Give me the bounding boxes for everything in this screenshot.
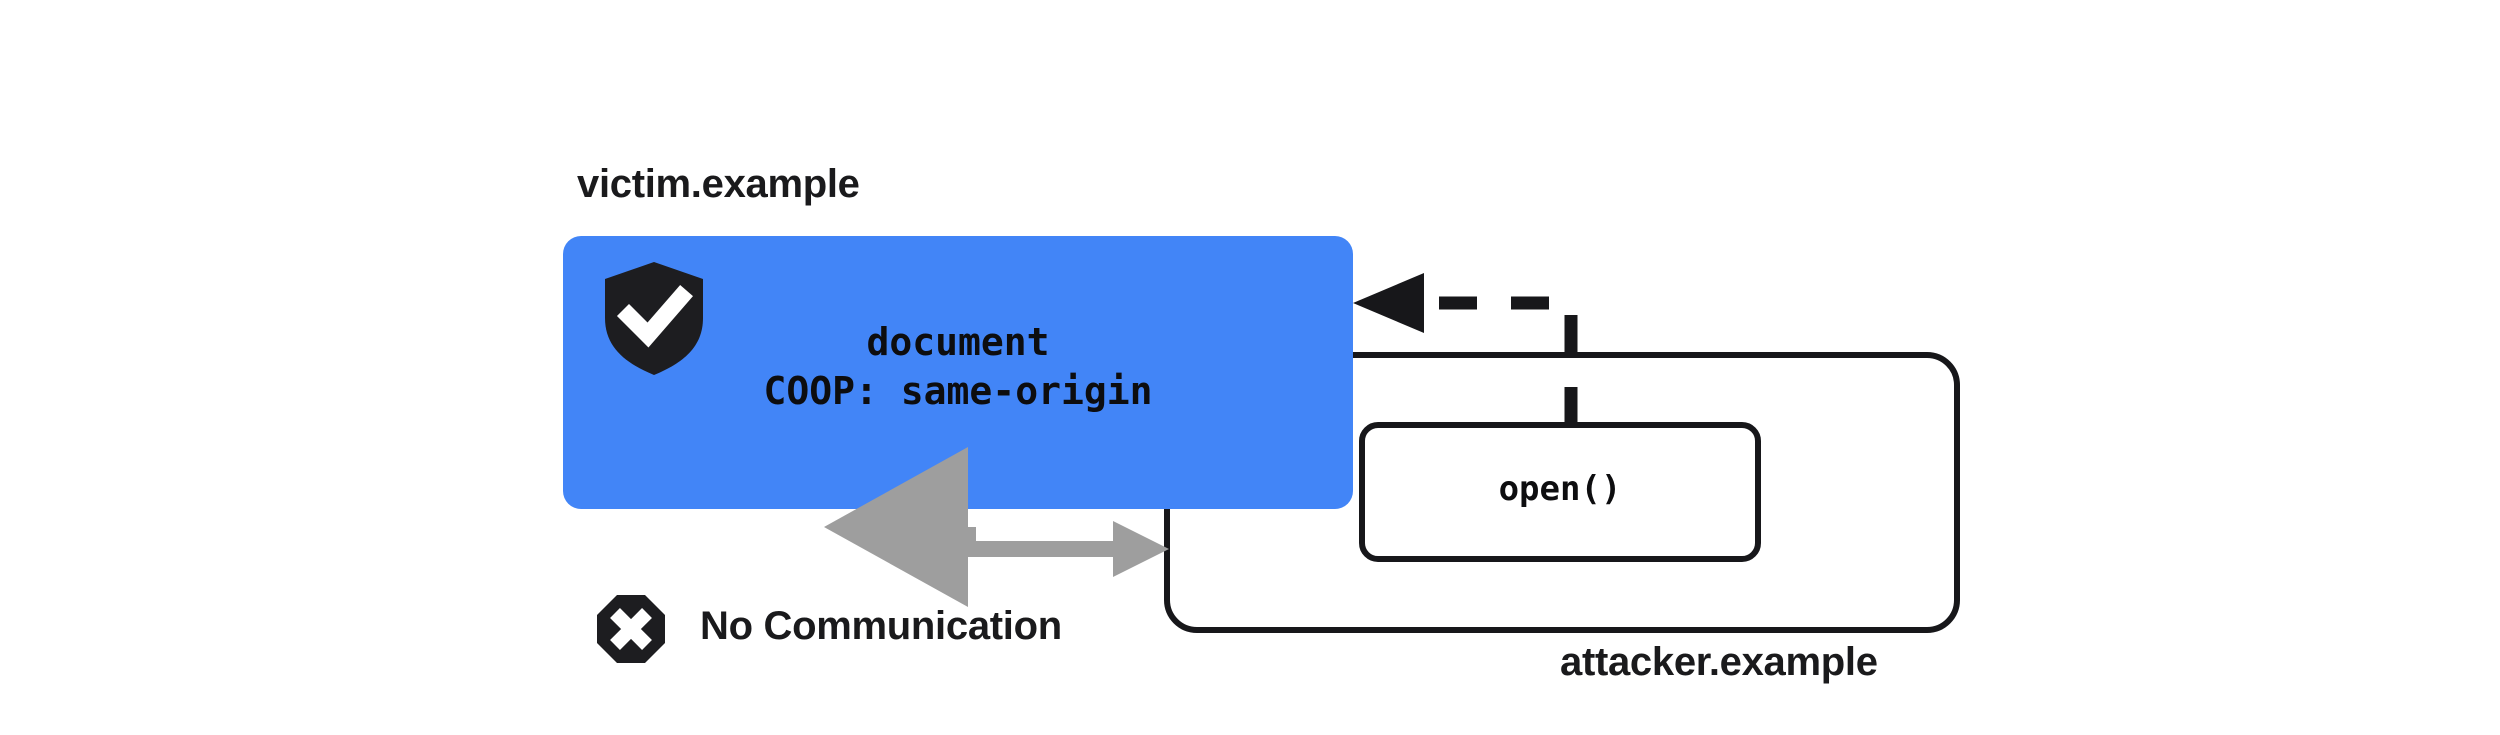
no-communication-arrowhead-right-icon (1113, 521, 1169, 577)
victim-coop-header: COOP: same-origin (763, 369, 1153, 413)
octagon-x-icon (597, 595, 665, 663)
victim-document-box (563, 236, 1353, 509)
attacker-origin-label: attacker.example (1560, 640, 1878, 684)
no-communication-label: No Communication (700, 604, 1062, 648)
open-call-box (1359, 422, 1761, 562)
open-call-label: open() (1498, 469, 1622, 509)
open-dashed-connector (1420, 296, 1578, 425)
open-arrowhead-icon (1353, 273, 1424, 333)
victim-document-title: document (866, 320, 1050, 364)
shield-check-icon (605, 262, 703, 375)
victim-origin-label: victim.example (577, 162, 860, 206)
